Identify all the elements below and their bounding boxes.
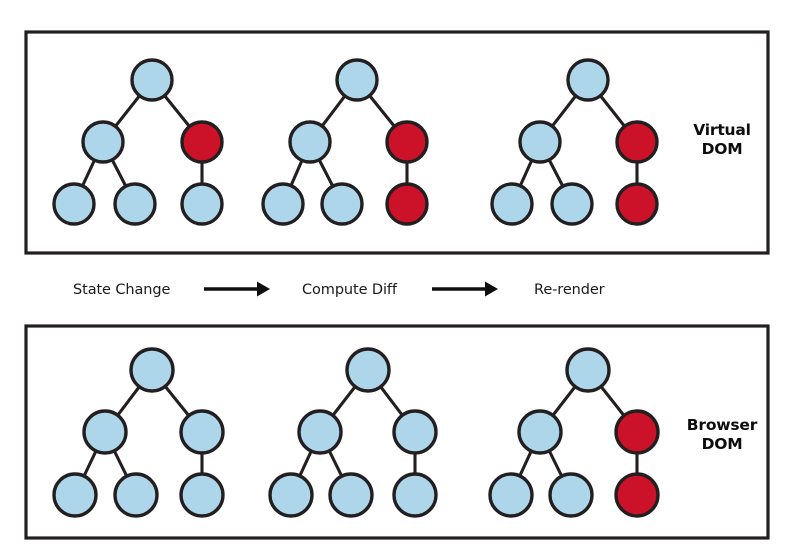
tree-node-l1[interactable] — [81, 120, 125, 164]
tree-browser-dom-tree-2 — [268, 347, 438, 518]
tree-node-l1[interactable] — [517, 409, 563, 455]
tree-node-l2b[interactable] — [550, 182, 594, 226]
tree-node-r2[interactable] — [179, 472, 225, 518]
flow-label-state-change: State Change — [73, 282, 170, 298]
tree-node-root[interactable] — [129, 347, 175, 393]
panel-label-line1: Virtual — [693, 121, 751, 139]
tree-node-l2a[interactable] — [261, 182, 305, 226]
tree-node-root[interactable] — [130, 58, 174, 102]
tree-node-root[interactable] — [566, 58, 610, 102]
tree-node-l2a[interactable] — [488, 472, 534, 518]
tree-node-r2[interactable] — [180, 182, 224, 226]
tree-node-l1[interactable] — [297, 409, 343, 455]
tree-node-r2[interactable] — [615, 182, 659, 226]
tree-node-l2a[interactable] — [490, 182, 534, 226]
tree-node-l1[interactable] — [288, 120, 332, 164]
panel-label-line2: DOM — [702, 435, 743, 453]
tree-node-l2b[interactable] — [548, 472, 594, 518]
tree-node-r1[interactable] — [180, 120, 224, 164]
tree-node-r2[interactable] — [392, 472, 438, 518]
tree-virtual-dom-tree-3 — [490, 58, 659, 226]
tree-node-r1[interactable] — [615, 120, 659, 164]
tree-virtual-dom-tree-1 — [52, 58, 224, 226]
tree-node-l2a[interactable] — [52, 472, 98, 518]
tree-node-l2a[interactable] — [52, 182, 96, 226]
tree-node-l2b[interactable] — [328, 472, 374, 518]
tree-browser-dom-tree-3 — [488, 347, 660, 518]
tree-node-r1[interactable] — [392, 409, 438, 455]
arrow-diff-to-render-head — [485, 281, 498, 297]
panel-label-line2: DOM — [702, 140, 743, 158]
tree-node-l1[interactable] — [518, 120, 562, 164]
tree-node-l2b[interactable] — [320, 182, 364, 226]
tree-node-r2[interactable] — [614, 472, 660, 518]
tree-node-l1[interactable] — [82, 409, 128, 455]
tree-node-l2b[interactable] — [113, 182, 157, 226]
tree-node-r2[interactable] — [385, 182, 429, 226]
tree-node-r1[interactable] — [614, 409, 660, 455]
arrow-state-to-diff-head — [257, 281, 270, 297]
tree-node-r1[interactable] — [385, 120, 429, 164]
panel-label-line1: Browser — [687, 416, 758, 434]
flow-row: State Change Compute Diff Re-render — [73, 281, 605, 298]
tree-browser-dom-tree-1 — [52, 347, 225, 518]
flow-label-re-render: Re-render — [534, 282, 605, 298]
tree-node-l2a[interactable] — [268, 472, 314, 518]
tree-node-root[interactable] — [345, 347, 391, 393]
flow-label-compute-diff: Compute Diff — [302, 282, 398, 298]
tree-node-r1[interactable] — [179, 409, 225, 455]
tree-virtual-dom-tree-2 — [261, 58, 429, 226]
tree-node-root[interactable] — [565, 347, 611, 393]
tree-node-root[interactable] — [335, 58, 379, 102]
tree-node-l2b[interactable] — [113, 472, 159, 518]
